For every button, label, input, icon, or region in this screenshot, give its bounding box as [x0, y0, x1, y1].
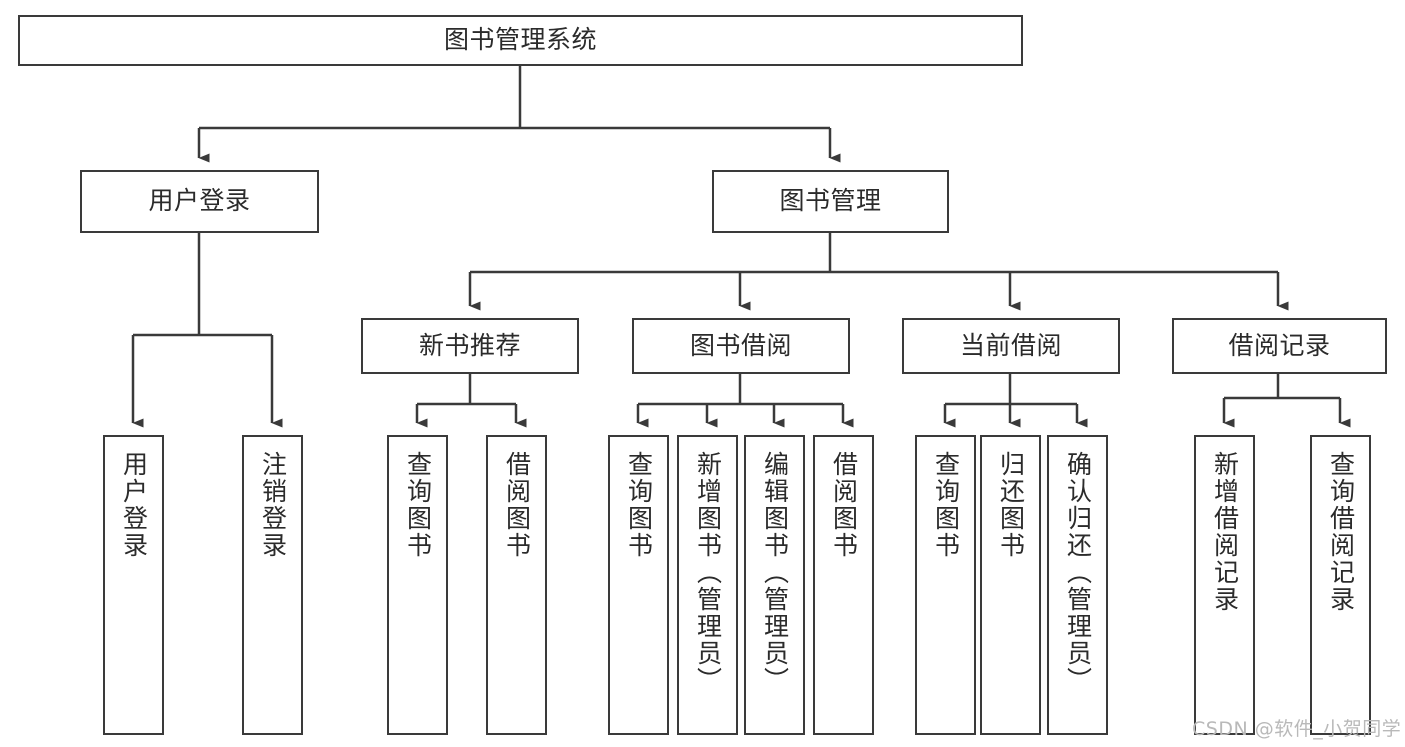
node-label-leaf-edit-book: 编辑图书（管理员）	[760, 451, 790, 694]
node-label-book-borrow: 图书借阅	[689, 330, 792, 360]
node-label-leaf-borrow-book-b: 借阅图书	[829, 451, 859, 559]
node-leaf-add-record[interactable]: 新增借阅记录	[1194, 435, 1255, 735]
node-label-leaf-query-book-a: 查询图书	[403, 451, 433, 559]
node-book-manage[interactable]: 图书管理	[712, 170, 949, 233]
csdn-watermark: CSDN @软件_小贺同学	[1192, 718, 1402, 740]
node-root-system[interactable]: 图书管理系统	[18, 15, 1023, 66]
node-leaf-logout[interactable]: 注销登录	[242, 435, 303, 735]
node-label-new-book-rec: 新书推荐	[418, 330, 521, 360]
node-leaf-user-login[interactable]: 用户登录	[103, 435, 164, 735]
node-leaf-query-book-b[interactable]: 查询图书	[608, 435, 669, 735]
node-book-borrow[interactable]: 图书借阅	[632, 318, 850, 374]
node-leaf-return-book[interactable]: 归还图书	[980, 435, 1041, 735]
node-label-book-manage: 图书管理	[779, 186, 882, 216]
node-label-leaf-user-login: 用户登录	[119, 451, 149, 559]
node-label-leaf-query-book-b: 查询图书	[624, 451, 654, 559]
node-label-leaf-add-record: 新增借阅记录	[1210, 451, 1240, 613]
node-leaf-borrow-book-a[interactable]: 借阅图书	[486, 435, 547, 735]
node-leaf-add-book[interactable]: 新增图书（管理员）	[677, 435, 738, 735]
node-label-leaf-borrow-book-a: 借阅图书	[502, 451, 532, 559]
node-label-user-login: 用户登录	[148, 186, 251, 216]
node-leaf-edit-book[interactable]: 编辑图书（管理员）	[744, 435, 805, 735]
node-borrow-record[interactable]: 借阅记录	[1172, 318, 1387, 374]
node-leaf-borrow-book-b[interactable]: 借阅图书	[813, 435, 874, 735]
node-leaf-query-book-a[interactable]: 查询图书	[387, 435, 448, 735]
node-label-leaf-add-book: 新增图书（管理员）	[693, 451, 723, 694]
node-leaf-query-book-c[interactable]: 查询图书	[915, 435, 976, 735]
node-leaf-confirm-return[interactable]: 确认归还（管理员）	[1047, 435, 1108, 735]
node-label-leaf-query-book-c: 查询图书	[931, 451, 961, 559]
node-current-borrow[interactable]: 当前借阅	[902, 318, 1120, 374]
node-user-login[interactable]: 用户登录	[80, 170, 319, 233]
node-leaf-query-record[interactable]: 查询借阅记录	[1310, 435, 1371, 735]
node-label-leaf-logout: 注销登录	[258, 451, 288, 559]
node-label-leaf-query-record: 查询借阅记录	[1326, 451, 1356, 613]
node-label-leaf-confirm-return: 确认归还（管理员）	[1063, 451, 1093, 694]
node-label-current-borrow: 当前借阅	[959, 330, 1062, 360]
node-label-leaf-return-book: 归还图书	[996, 451, 1026, 559]
node-label-borrow-record: 借阅记录	[1228, 330, 1331, 360]
node-label-root-system: 图书管理系统	[443, 25, 597, 55]
node-new-book-rec[interactable]: 新书推荐	[361, 318, 579, 374]
